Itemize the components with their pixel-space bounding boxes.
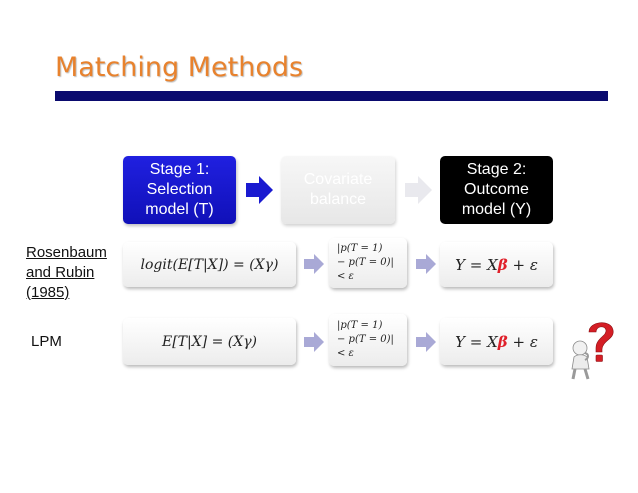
row1-outcome-left: Y = X — [455, 255, 498, 274]
stage1-line-3: model (T) — [145, 201, 214, 218]
row1-outcome-beta: β — [497, 255, 508, 274]
header-arrow-1-icon — [246, 176, 273, 204]
row1-arrow-1-icon — [304, 254, 324, 274]
row1-balance-line-2: − p(T = 0)| — [337, 257, 394, 268]
header-arrow-2-icon — [405, 176, 432, 204]
person-question-icon — [571, 322, 614, 380]
row2-stage1-equation: E[T|X] = (Xγ) — [123, 318, 296, 365]
stage2-line-1: Stage 2: — [466, 161, 527, 178]
row2-outcome-beta: β — [497, 332, 508, 351]
row-label-rosenbaum-rubin: Rosenbaum and Rubin (1985) — [26, 243, 107, 303]
row1-arrow-2-icon — [416, 254, 436, 274]
stage2-line-2: Outcome — [464, 181, 529, 198]
stage2-line-3: model (Y) — [461, 201, 532, 218]
row1-label-line-2: and Rubin — [26, 264, 95, 281]
row1-logit-equation: logit(E[T|X]) = (Xγ) — [140, 256, 279, 273]
stage2-outcome-box: Stage 2: Outcome model (Y) — [440, 156, 553, 224]
row1-label-line-1: Rosenbaum — [26, 244, 107, 261]
row2-balance-line-3: < ε — [337, 348, 354, 359]
covariate-balance-box: Covariate balance — [281, 156, 395, 224]
row2-lpm-equation: E[T|X] = (Xγ) — [161, 333, 258, 350]
title-underline-bar — [55, 91, 608, 101]
row1-balance-line-3: < ε — [337, 271, 354, 282]
covariate-line-2: balance — [309, 191, 367, 208]
row2-balance-line-1: |p(T = 1) — [337, 320, 383, 331]
stage1-line-2: Selection — [146, 181, 213, 198]
row2-outcome-right: + ε — [507, 332, 538, 351]
covariate-line-1: Covariate — [303, 171, 373, 188]
stage1-selection-box: Stage 1: Selection model (T) — [123, 156, 236, 224]
row1-label-line-3: (1985) — [26, 284, 70, 301]
page-title: Matching Methods — [55, 52, 304, 83]
row2-arrow-1-icon — [304, 332, 324, 352]
row1-stage1-equation: logit(E[T|X]) = (Xγ) — [123, 242, 296, 287]
stage1-line-1: Stage 1: — [149, 161, 210, 178]
row2-label-line-1: LPM — [31, 333, 62, 350]
row2-balance-condition: |p(T = 1) − p(T = 0)| < ε — [329, 314, 407, 366]
row1-balance-condition: |p(T = 1) − p(T = 0)| < ε — [329, 238, 407, 288]
row1-outcome-right: + ε — [507, 255, 538, 274]
row1-balance-line-1: |p(T = 1) — [337, 243, 383, 254]
row2-outcome-left: Y = X — [455, 332, 498, 351]
row-label-lpm: LPM — [31, 332, 62, 352]
row2-arrow-2-icon — [416, 332, 436, 352]
row2-balance-line-2: − p(T = 0)| — [337, 334, 394, 345]
